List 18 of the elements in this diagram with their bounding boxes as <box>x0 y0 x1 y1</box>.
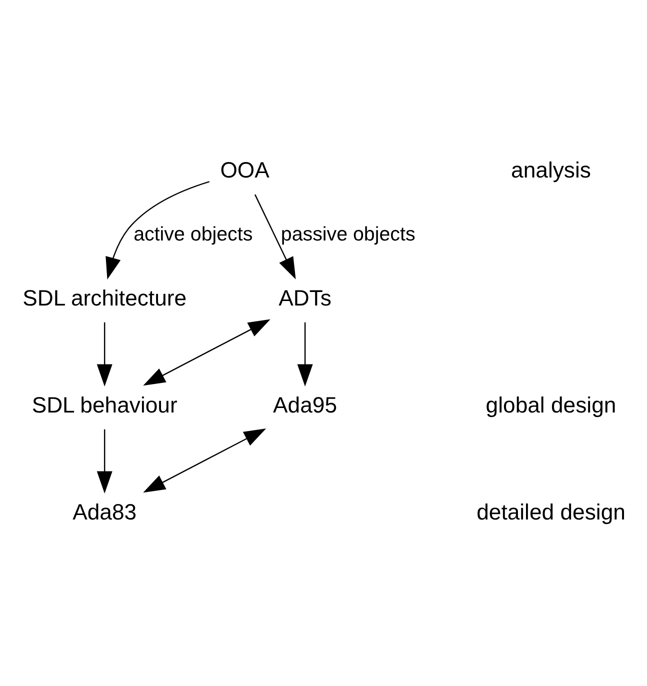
arrow <box>106 181 210 280</box>
node-text: Ada83 <box>72 499 137 524</box>
arrow <box>143 428 266 493</box>
arrow <box>96 429 112 494</box>
edge-label: active objects <box>134 224 253 246</box>
node-text: SDL architecture <box>22 285 187 310</box>
node-text: SDL behaviour <box>32 392 178 418</box>
edge-label: passive objects <box>280 224 416 246</box>
arrow <box>143 319 270 386</box>
node-text: ADTs <box>278 285 332 310</box>
arrow <box>96 322 112 386</box>
label: analysis <box>511 157 591 182</box>
arrow <box>297 322 313 386</box>
node-text: OOA <box>220 157 270 182</box>
node-text: Ada95 <box>273 392 338 418</box>
label: global design <box>486 392 616 418</box>
arrow <box>254 194 296 280</box>
label: detailed design <box>476 499 626 524</box>
